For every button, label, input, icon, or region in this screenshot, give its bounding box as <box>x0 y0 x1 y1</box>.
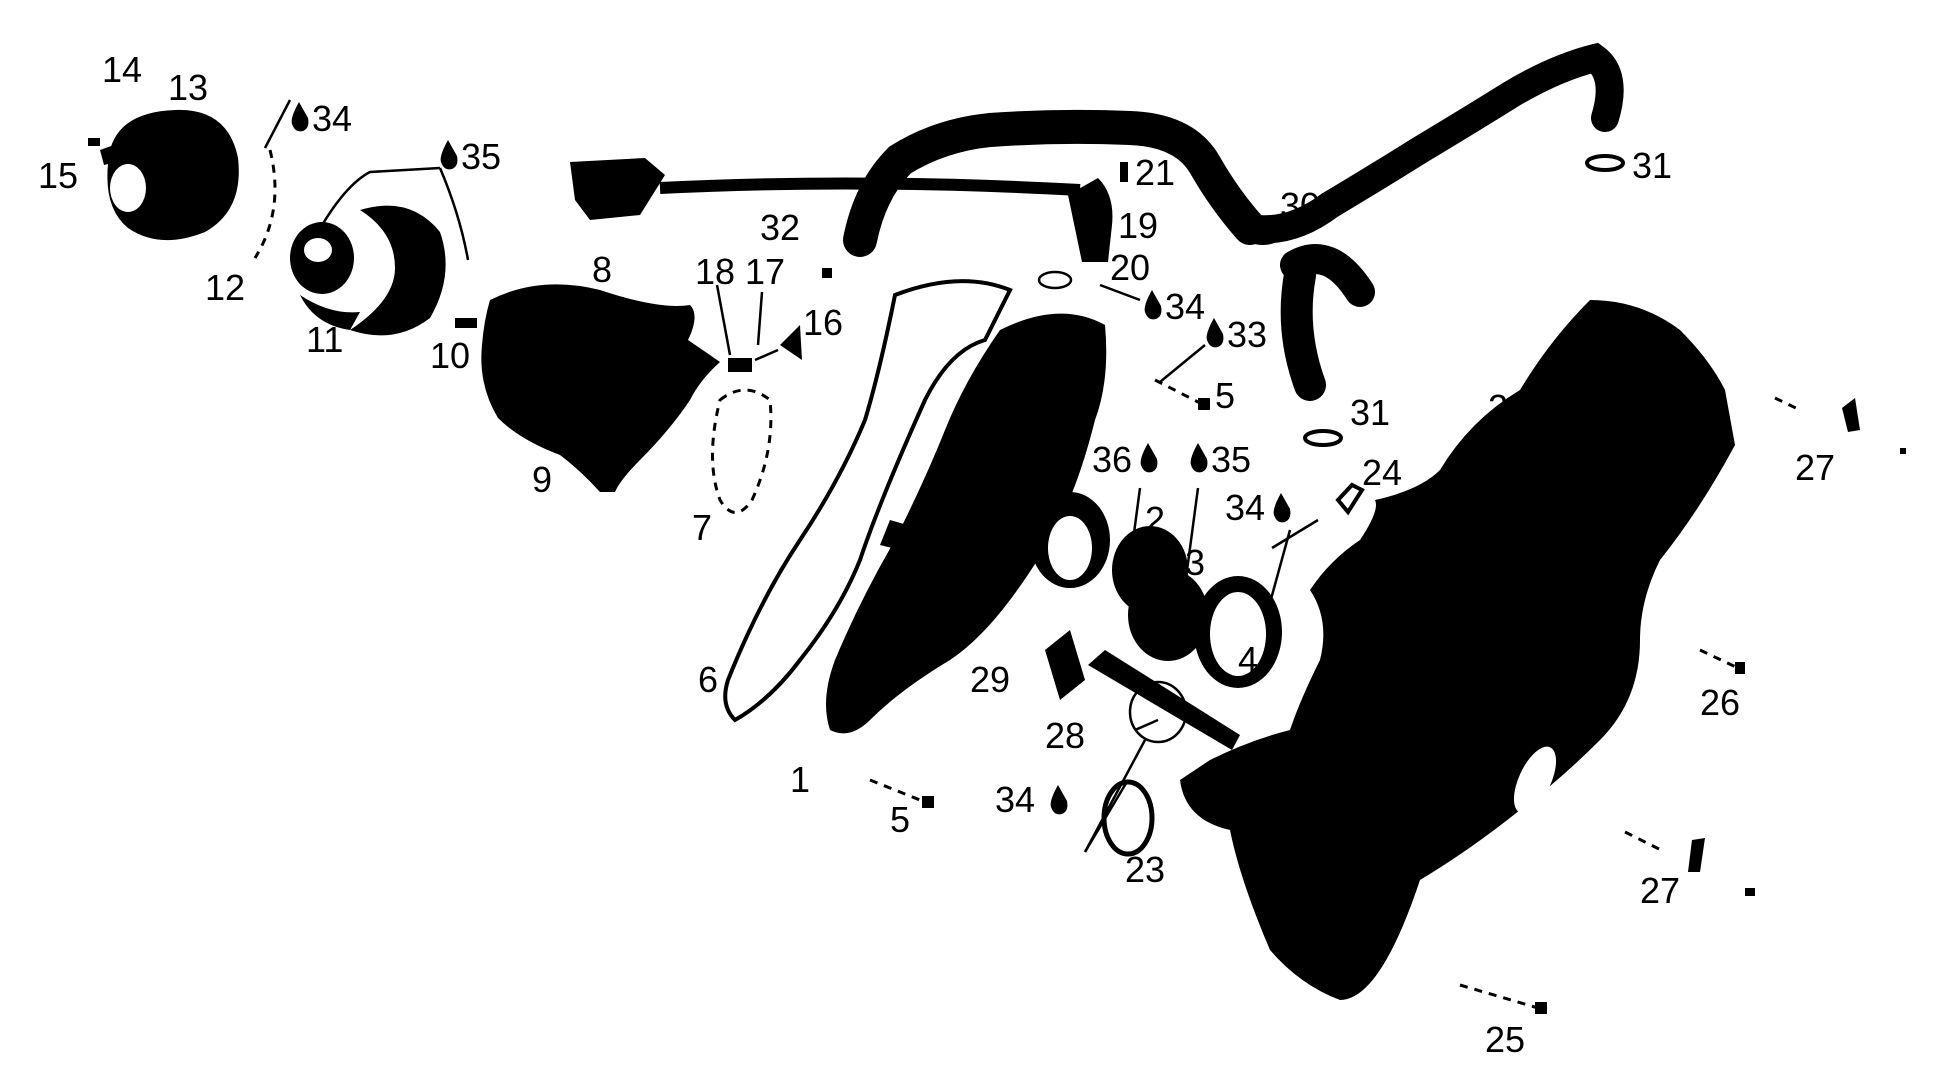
callout-34-mid: 34 <box>1225 487 1291 528</box>
callout-6: 6 <box>698 659 718 700</box>
outer-cover-part <box>1180 300 1735 1000</box>
callout-27-lower: 27 <box>1640 870 1680 911</box>
oil-drop-icon <box>291 102 309 132</box>
o-ring-part <box>1101 779 1155 857</box>
callout-16: 16 <box>803 302 843 343</box>
callout-26: 26 <box>1700 682 1740 723</box>
callout-35-top: 35 <box>440 136 501 177</box>
main-housing-part <box>826 313 1110 734</box>
callout-9: 9 <box>532 459 552 500</box>
oil-drop-icon <box>1190 443 1208 473</box>
callout-29: 29 <box>970 659 1010 700</box>
callout-35-text: 35 <box>461 136 501 177</box>
callout-15: 15 <box>38 155 78 196</box>
oil-drop-icon <box>1206 318 1224 348</box>
callout-8: 8 <box>592 249 612 290</box>
callout-27-upper: 27 <box>1795 447 1835 488</box>
callout-18: 18 <box>695 251 735 292</box>
callout-20: 20 <box>1110 247 1150 288</box>
callout-31-mid: 31 <box>1350 392 1390 433</box>
oil-drop-icon <box>1140 443 1158 473</box>
callout-4: 4 <box>1238 639 1258 680</box>
callout-34-text: 34 <box>1165 286 1205 327</box>
callout-36-text: 36 <box>1092 439 1132 480</box>
callout-30: 30 <box>1280 185 1320 226</box>
callout-7: 7 <box>692 507 712 548</box>
cover-gasket-part <box>723 279 1013 723</box>
callout-5-lower: 5 <box>890 799 910 840</box>
callout-11: 11 <box>306 319 343 360</box>
callout-35-text: 35 <box>1211 439 1251 480</box>
callout-34-lower: 34 <box>995 779 1068 820</box>
callout-12: 12 <box>205 267 245 308</box>
callout-13: 13 <box>168 67 208 108</box>
callout-22: 22 <box>1488 387 1528 428</box>
oil-drop-icon <box>1273 493 1291 523</box>
callout-19: 19 <box>1118 205 1158 246</box>
callout-34-text: 34 <box>1225 487 1265 528</box>
callout-23: 23 <box>1125 849 1165 890</box>
bearing-parts <box>1112 526 1282 688</box>
callout-34-top: 34 <box>291 98 352 139</box>
callout-labels: 14 13 15 34 35 12 11 10 8 9 18 17 16 32 … <box>38 49 1835 1060</box>
callout-33-text: 33 <box>1227 314 1267 355</box>
callout-10: 10 <box>430 335 470 376</box>
callout-2: 2 <box>1145 499 1165 540</box>
brush-holder-part <box>290 205 446 336</box>
breather-hose-part <box>843 42 1624 401</box>
callout-14: 14 <box>102 49 142 90</box>
callout-21: 21 <box>1135 152 1175 193</box>
callout-31-top: 31 <box>1632 145 1672 186</box>
starter-motor-part <box>455 284 720 492</box>
callout-1: 1 <box>790 759 810 800</box>
callout-17: 17 <box>745 251 785 292</box>
callout-36: 36 <box>1092 439 1158 480</box>
callout-34-text: 34 <box>995 779 1035 820</box>
shim-dots-part <box>253 149 277 259</box>
shaft-parts <box>1045 630 1240 750</box>
callout-5-upper: 5 <box>1215 375 1235 416</box>
bolt-parts <box>822 268 1906 1014</box>
starter-bolt-parts <box>728 325 802 372</box>
callout-24: 24 <box>1362 452 1402 493</box>
callout-3: 3 <box>1185 542 1205 583</box>
callout-28: 28 <box>1045 715 1085 756</box>
callout-35-mid: 35 <box>1190 439 1251 480</box>
callout-34-text: 34 <box>312 98 352 139</box>
wiring-harness-part <box>570 158 1081 220</box>
hose-clamp-parts <box>1245 154 1625 447</box>
sensor-part <box>1037 162 1128 290</box>
leader-lines <box>263 99 1319 853</box>
callout-32: 32 <box>760 207 800 248</box>
gasket-part <box>711 388 773 514</box>
oil-drop-icon <box>1144 290 1162 320</box>
oil-drop-icon <box>1050 785 1068 815</box>
end-cap-part <box>88 109 239 241</box>
oil-drop-icon <box>440 140 458 170</box>
callout-34-upper: 34 <box>1144 286 1205 327</box>
small-gasket-part <box>1335 482 1365 516</box>
callout-25: 25 <box>1485 1019 1525 1060</box>
callout-33: 33 <box>1206 314 1267 355</box>
